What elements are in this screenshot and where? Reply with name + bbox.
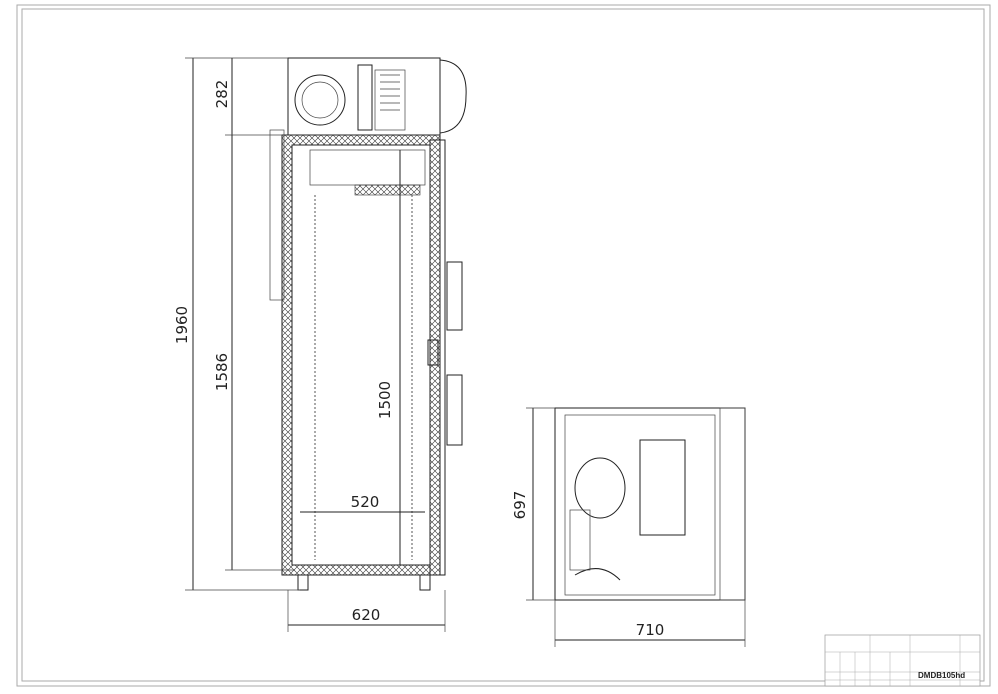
front-view	[269, 57, 467, 591]
dim-620: 620	[352, 606, 381, 624]
dim-1500: 1500	[376, 381, 394, 419]
dim-1960: 1960	[173, 306, 191, 344]
plan-view	[554, 407, 746, 601]
title-block: DMDB105hd	[824, 634, 981, 687]
dim-1586: 1586	[213, 353, 231, 391]
cabinet-body	[269, 129, 463, 591]
dimension-plan-width: 710	[554, 600, 746, 647]
drawing-code: DMDB105hd	[918, 671, 965, 680]
dimension-cabinet-height: 1586	[213, 135, 295, 571]
dimension-total-height: 1960	[173, 57, 300, 591]
dimension-unit-height: 282	[213, 58, 282, 136]
dimension-front-width: 620	[287, 590, 446, 632]
sheet-frame	[16, 4, 991, 687]
dim-282: 282	[213, 80, 231, 109]
dim-710: 710	[636, 621, 665, 639]
dimension-depth: 697	[511, 407, 555, 601]
refrigeration-unit	[287, 57, 467, 136]
dim-520: 520	[351, 493, 380, 511]
dimension-inner-width: 520	[300, 493, 425, 513]
dimension-inner-height: 1500	[376, 150, 401, 565]
dim-697: 697	[511, 491, 529, 520]
